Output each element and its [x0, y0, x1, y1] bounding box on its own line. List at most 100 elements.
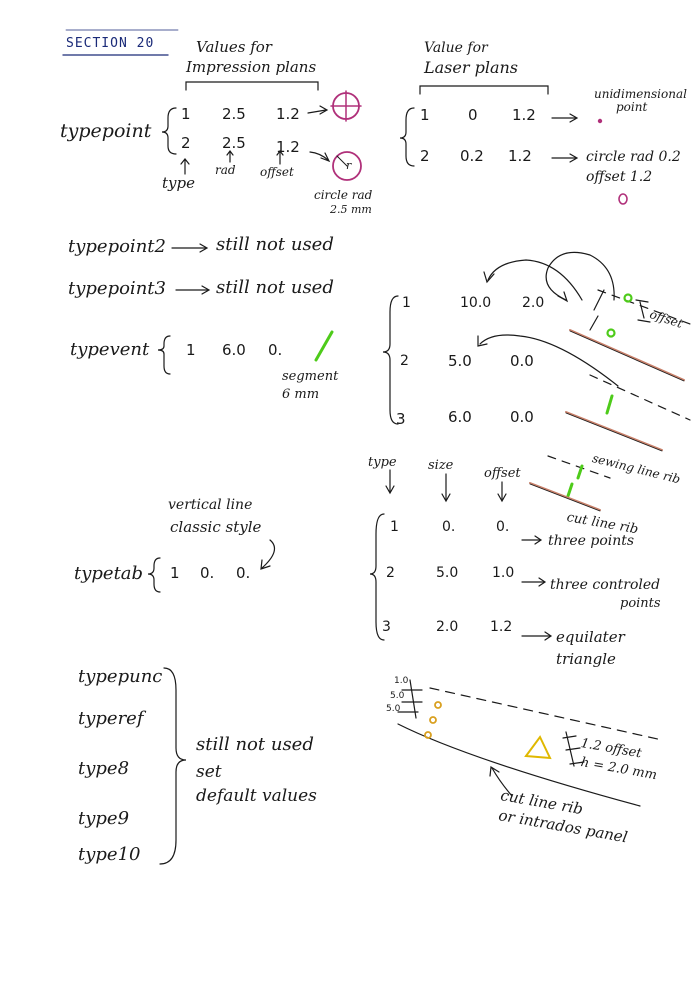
diagram-dashed-line	[429, 687, 663, 741]
tp-circle-label2: 2.5 mm	[330, 203, 372, 216]
tp-col-offset: offset	[260, 165, 294, 179]
diagram-dim-3: 5.0	[386, 704, 401, 714]
typevent-v3: 0.	[268, 341, 283, 359]
tt-r3-type: 3	[382, 619, 391, 635]
typepoint-brace	[161, 107, 177, 155]
tt-r1-type: 1	[390, 519, 399, 535]
unused-note-1: still not used	[196, 734, 314, 755]
unused-brace	[159, 667, 187, 865]
curve-arrow-3	[479, 334, 619, 387]
tv-laser-r3-offset: 0.0	[510, 408, 534, 426]
tp-laser-r2-rad: 0.2	[460, 147, 484, 165]
tp-col-type: type	[162, 174, 195, 192]
unused-note-3: default values	[196, 786, 317, 806]
diagram-dim-1: 1.0	[394, 676, 409, 686]
section-title: SECTION 20	[66, 36, 155, 51]
arrow-to-circle-1	[307, 109, 327, 114]
tp-imp-r2-rad: 2.5	[222, 134, 246, 152]
tp-imp-r2-type: 2	[181, 134, 191, 152]
green-tab-seg-1	[576, 464, 584, 480]
unused-type-1: typepunc	[78, 666, 163, 687]
tv-laser-r2-size: 5.0	[448, 352, 472, 370]
tv-laser-r1-size: 10.0	[460, 295, 492, 311]
tt-r3-desc: equilater	[556, 628, 625, 646]
unused-type-3: type8	[78, 758, 130, 779]
typepoint-label: typepoint	[60, 120, 152, 142]
diagram-cut-arrow	[491, 767, 513, 797]
typepoint3-note: still not used	[216, 277, 334, 298]
tv-laser-r3-size: 6.0	[448, 408, 472, 426]
sewing-line-3	[547, 455, 611, 479]
typevent-label: typevent	[70, 339, 150, 360]
curve-arrow-1	[487, 259, 583, 301]
tt-r1-size: 0.	[442, 519, 456, 535]
tp-col-rad: rad	[215, 163, 236, 177]
laser-header-line2: Laser plans	[424, 58, 518, 77]
tt-r2-desc: three controled	[550, 577, 661, 593]
green-point-1	[623, 293, 633, 303]
typetab-brace	[147, 557, 161, 593]
tt-col-size: size	[428, 458, 454, 473]
impression-header-line1: Values for	[196, 38, 272, 56]
tp-laser-r2-offset: 1.2	[508, 147, 532, 165]
typevent-brace	[157, 335, 171, 375]
tp-imp-r1-type: 1	[181, 105, 191, 123]
tt-r1-desc: three points	[548, 533, 635, 549]
tt-r3-desc2: triangle	[556, 650, 616, 668]
tp-laser-circle-1: circle rad 0.2	[586, 149, 681, 165]
typevent-segment	[314, 330, 334, 362]
tt-r2-size: 5.0	[436, 565, 459, 581]
tv-laser-r1-type: 1	[402, 295, 411, 311]
cut-line-1	[569, 329, 685, 381]
curve-arrow-2	[545, 251, 615, 301]
tp-laser-r1-offset: 1.2	[512, 106, 536, 124]
typepoint3-label: typepoint3	[68, 278, 166, 299]
tp-circle-label1: circle rad	[314, 188, 373, 202]
tv-laser-r2-offset: 0.0	[510, 352, 534, 370]
typevent-seg-2: 6 mm	[282, 387, 320, 402]
tp-laser-r1-rad: 0	[468, 106, 478, 124]
laser-header-line1: Value for	[424, 40, 488, 56]
sewing-line-2	[589, 374, 691, 421]
laser-small-circle	[618, 193, 628, 205]
typepoint-laser-brace	[399, 107, 415, 167]
radius-circle	[332, 151, 362, 181]
tp-imp-r1-offset: 1.2	[276, 105, 300, 123]
tt-r3-size: 2.0	[436, 619, 459, 635]
tt-r2-desc2: points	[620, 596, 661, 611]
typepoint2-note: still not used	[216, 234, 334, 255]
tp-unidim-1: unidimensional	[594, 87, 687, 101]
sewing-line-1	[597, 289, 691, 325]
tv-laser-r2-type: 2	[400, 353, 409, 369]
diagram-dot-3	[424, 731, 432, 739]
tp-imp-r1-rad: 2.5	[222, 105, 246, 123]
impression-header-bracket	[185, 81, 319, 91]
diagram-cut-line	[397, 723, 641, 807]
typetab-label: typetab	[74, 563, 144, 584]
typevent-laser-brace	[382, 295, 399, 425]
diagram-dot-2	[429, 716, 437, 724]
typetab-note-1: vertical line	[168, 497, 253, 513]
cut-line-2	[565, 411, 663, 451]
tt-r2-offset: 1.0	[492, 565, 515, 581]
tv-laser-r1-offset: 2.0	[522, 295, 545, 311]
tt-col-offset: offset	[484, 466, 521, 481]
typetab-v1: 1	[170, 564, 180, 582]
typevent-v1: 1	[186, 341, 196, 359]
tv-laser-r3-type: 3	[396, 410, 406, 428]
typepoint2-label: typepoint2	[68, 236, 166, 257]
tp-circle-r: r	[346, 159, 352, 172]
arrow-to-circle-2	[309, 151, 329, 161]
tt-col-type: type	[368, 455, 397, 470]
typevent-v2: 6.0	[222, 341, 246, 359]
tp-laser-r1-type: 1	[420, 106, 430, 124]
tp-imp-r2-offset: 1.2	[276, 138, 300, 156]
typetab-note-arrow	[261, 539, 276, 569]
tt-r3-offset: 1.2	[490, 619, 513, 635]
typevent-seg-1: segment	[282, 369, 339, 384]
typetab-note-2: classic style	[170, 518, 262, 536]
diagram-triangle	[524, 735, 552, 760]
offset-dim	[593, 289, 605, 311]
unused-type-5: type10	[78, 844, 141, 865]
